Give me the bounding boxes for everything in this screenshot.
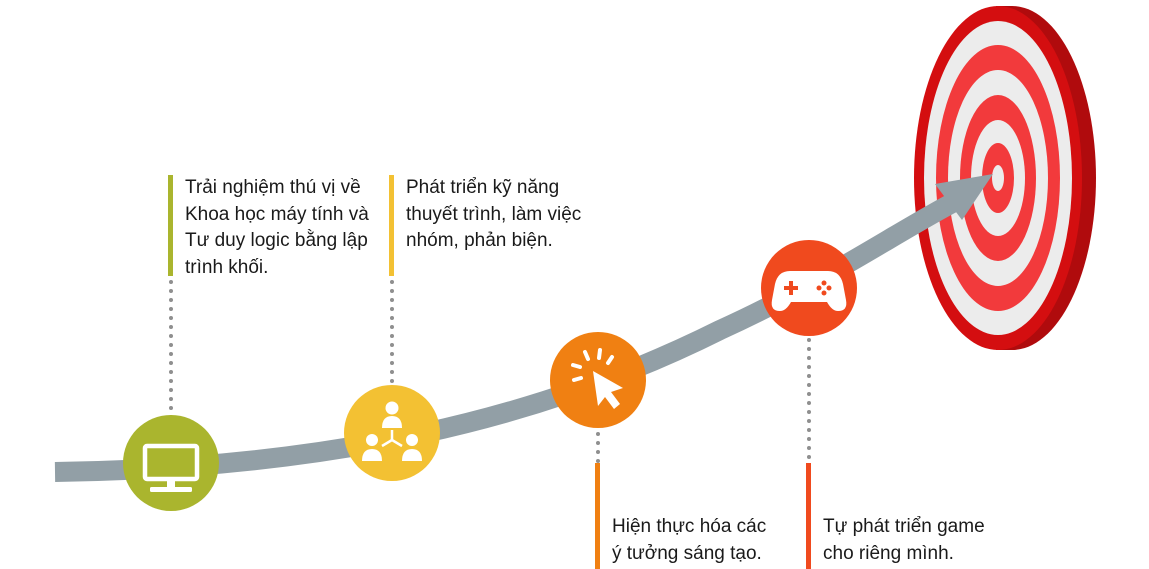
label-line: cho riêng mình.	[823, 542, 954, 564]
gamepad-icon	[771, 271, 847, 311]
label-line: trình khối.	[185, 256, 269, 278]
accent-bar-computer	[168, 175, 173, 276]
step-ideas	[550, 332, 646, 428]
accent-bar-teamwork	[389, 175, 394, 276]
label-line: Phát triển kỹ năng	[406, 177, 560, 198]
label-line: Trải nghiệm thú vị về	[185, 177, 361, 198]
step-teamwork	[344, 385, 440, 481]
step-computer	[123, 415, 219, 511]
cursor-click-icon	[571, 348, 623, 409]
connector-1	[169, 280, 173, 419]
label-line: Tư duy logic bằng lập	[185, 230, 368, 251]
label-line: nhóm, phản biện.	[406, 230, 553, 251]
label-game: Tự phát triển game cho riêng mình.	[823, 514, 985, 567]
connectors	[169, 280, 811, 463]
monitor-icon	[142, 443, 200, 492]
target-icon	[914, 6, 1096, 350]
connector-2	[390, 280, 394, 383]
label-computer: Trải nghiệm thú vị về Khoa học máy tính …	[185, 175, 369, 281]
label-ideas: Hiện thực hóa các ý tưởng sáng tạo.	[612, 514, 766, 567]
accent-bar-game	[806, 463, 811, 569]
label-teamwork: Phát triển kỹ năng thuyết trình, làm việ…	[406, 175, 581, 255]
step-game	[761, 240, 857, 336]
connector-4	[807, 338, 811, 459]
label-line: thuyết trình, làm việc	[406, 203, 582, 225]
label-line: Tự phát triển game	[823, 516, 985, 537]
label-line: Hiện thực hóa các	[612, 516, 767, 537]
label-line: Khoa học máy tính và	[185, 203, 369, 225]
connector-3	[596, 432, 600, 463]
label-line: ý tưởng sáng tạo.	[612, 542, 762, 564]
accent-bar-ideas	[595, 463, 600, 569]
team-network-icon	[362, 401, 422, 461]
arrow-head	[935, 174, 993, 220]
